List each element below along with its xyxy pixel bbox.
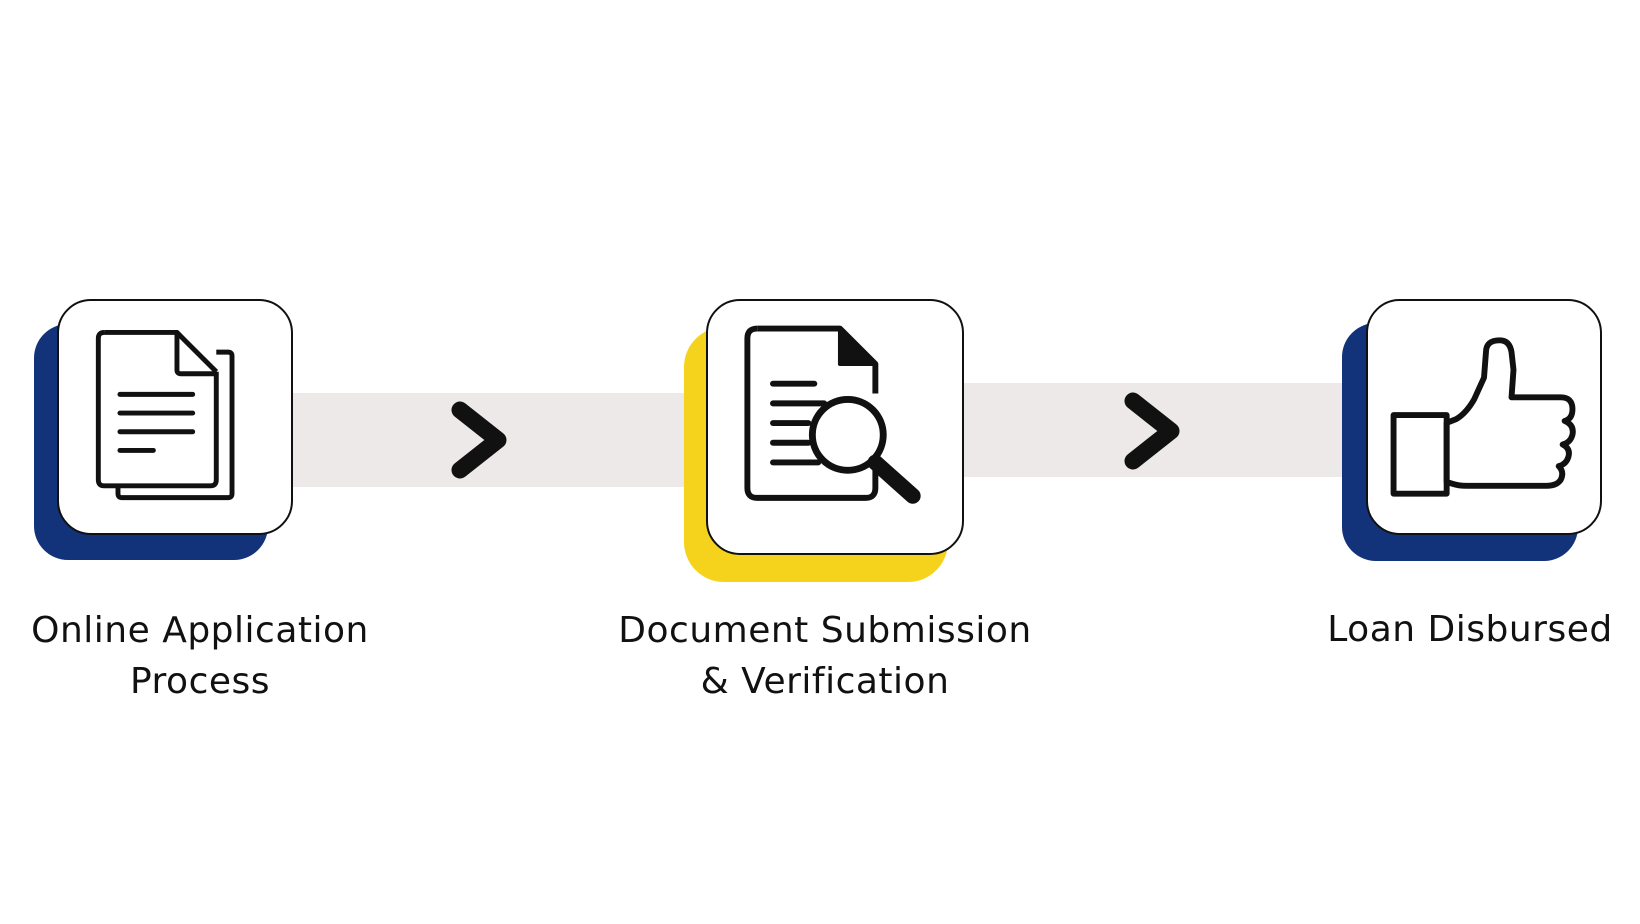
step-1-label-line2: Process [129,661,271,702]
step-1-label: Online Application Process [10,605,390,707]
documents-icon [95,330,235,501]
step-2-card [706,299,964,555]
document-search-icon [744,325,921,504]
step-1-label-line1: Online Application [31,610,369,651]
step-3-label: Loan Disbursed [1310,604,1630,655]
step-2-label: Document Submission & Verification [610,605,1040,707]
step-2-label-line1: Document Submission [618,610,1032,651]
step-3-label-line1: Loan Disbursed [1327,609,1613,650]
thumbs-up-icon [1390,337,1576,497]
chevron-right-icon [1124,392,1180,470]
connector-band-1 [270,393,690,487]
step-2-label-line2: & Verification [700,661,950,702]
chevron-right-icon [451,401,507,479]
step-3-card [1366,299,1602,535]
step-1-card [57,299,293,535]
connector-band-2 [960,383,1350,477]
